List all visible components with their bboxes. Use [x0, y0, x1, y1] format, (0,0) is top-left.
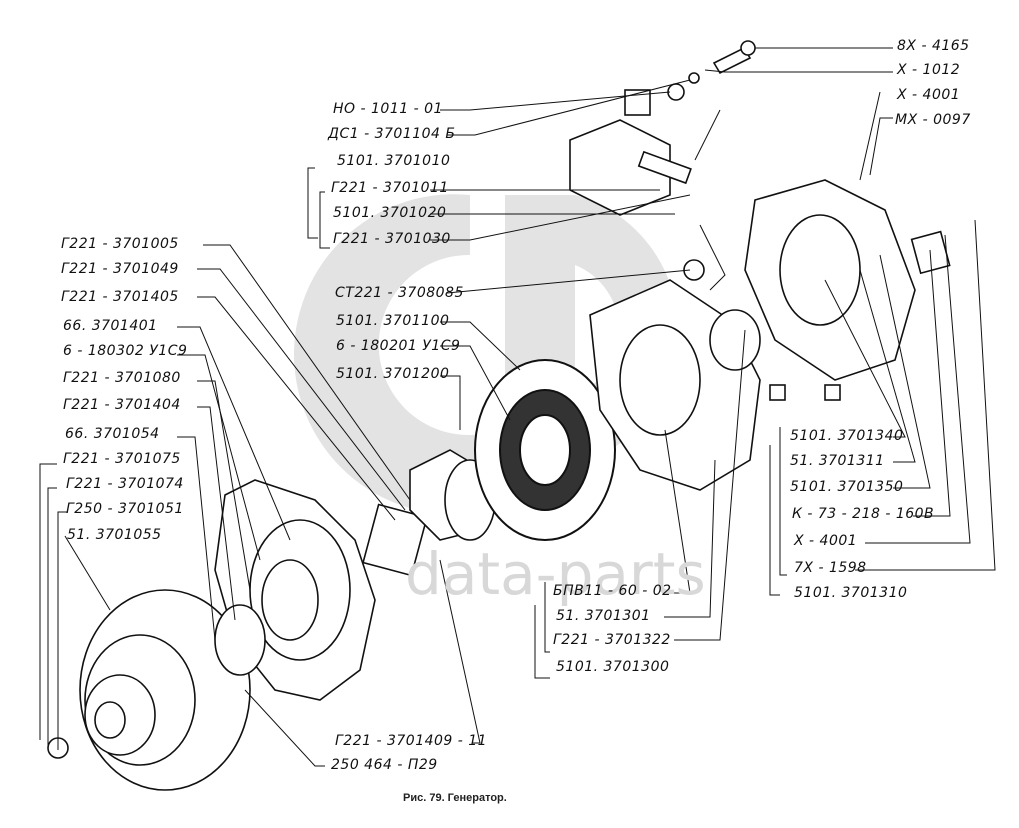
- part-label: 5101. 3701340: [790, 428, 904, 444]
- part-label: Г221 - 3701011: [331, 180, 449, 196]
- brush-holder-part: [569, 40, 756, 281]
- part-label: HO - 1011 - 01: [333, 101, 443, 117]
- part-label: 6 - 180201 У1С9: [336, 338, 461, 354]
- part-label: 5101. 3701010: [337, 153, 451, 169]
- part-label: 5101. 3701100: [336, 313, 450, 329]
- part-label: 6 - 180302 У1С9: [63, 343, 188, 359]
- part-label: 5101. 3701350: [790, 479, 904, 495]
- part-label: Г221 - 3701030: [333, 231, 451, 247]
- part-label: К - 73 - 218 - 160В: [792, 506, 935, 522]
- diode-bridge-part: [744, 179, 951, 401]
- part-label: 7X - 1598: [794, 560, 867, 576]
- watermark-text: data-parts: [405, 540, 706, 608]
- part-label: 5101. 3701200: [336, 366, 450, 382]
- part-label: 66. 3701401: [63, 318, 158, 334]
- part-label: X - 4001: [794, 533, 858, 549]
- part-label: X - 1012: [897, 62, 961, 78]
- part-label: Г221 - 3701080: [63, 370, 181, 386]
- figure-caption: Рис. 79. Генератор.: [403, 792, 507, 804]
- part-label: 66. 3701054: [65, 426, 160, 442]
- part-label: MX - 0097: [895, 112, 971, 128]
- part-label: X - 4001: [897, 87, 961, 103]
- leader-lines: [39, 47, 996, 767]
- part-label: Г221 - 3701075: [63, 451, 181, 467]
- part-label: Г221 - 3701005: [61, 236, 179, 252]
- part-label: Г250 - 3701051: [66, 501, 184, 517]
- part-label: ДС1 - 3701104 Б: [328, 126, 456, 142]
- part-label: 51. 3701055: [67, 527, 162, 543]
- part-label: Г221 - 3701049: [61, 261, 179, 277]
- part-label: СТ221 - 3708085: [335, 285, 464, 301]
- part-label: 51. 3701311: [790, 453, 885, 469]
- part-label: 51. 3701301: [556, 608, 651, 624]
- part-label: 250 464 - П29: [331, 757, 438, 773]
- part-label: Г221 - 3701404: [63, 397, 181, 413]
- stator-part: [474, 359, 616, 541]
- part-label: БПВ11 - 60 - 02: [553, 583, 672, 599]
- rear-cover-part: [589, 279, 761, 491]
- part-label: Г221 - 3701322: [553, 632, 671, 648]
- part-label: Г221 - 3701074: [66, 476, 184, 492]
- part-label: Г221 - 3701409 - 11: [335, 733, 488, 749]
- part-label: Г221 - 3701405: [61, 289, 179, 305]
- pulley-fan-part: [47, 589, 251, 791]
- part-label: 5101. 3701310: [794, 585, 908, 601]
- part-label: 5101. 3701300: [556, 659, 670, 675]
- part-label: 5101. 3701020: [333, 205, 447, 221]
- front-cover-part: [214, 479, 428, 701]
- part-label: 8X - 4165: [897, 38, 970, 54]
